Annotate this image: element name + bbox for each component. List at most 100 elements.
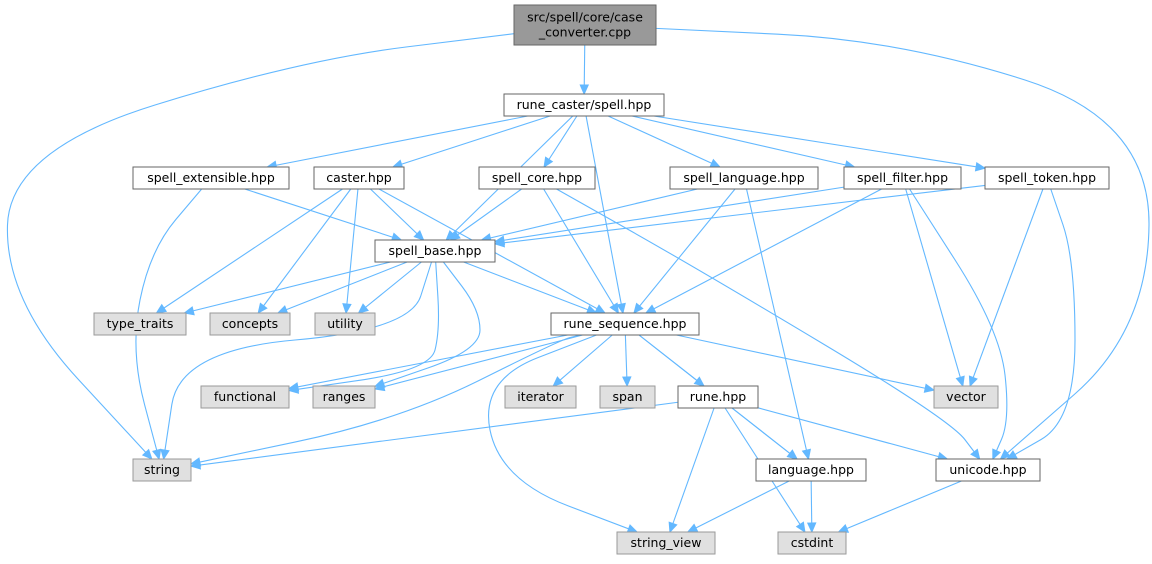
edge-spell-extensible-to-spell-base-line [244, 188, 402, 241]
node-rune[interactable]: rune.hpp [677, 385, 759, 409]
edge-spell-to-rune-sequence-arrowhead [616, 302, 626, 315]
node-type-traits: type_traits [93, 312, 187, 336]
edge-spell-base-to-concepts-line [277, 261, 408, 314]
node-unicode[interactable]: unicode.hpp [935, 458, 1041, 482]
node-spell-extensible-box [132, 166, 290, 190]
edge-spell-core-to-rune-sequence-line [543, 188, 619, 314]
edge-caster-to-utility-arrowhead [342, 303, 352, 315]
edge-rune-to-string-view [668, 407, 715, 534]
edge-layer [6, 27, 1150, 534]
edge-spell-to-caster [391, 115, 551, 169]
node-span-label: span [612, 389, 642, 404]
edge-language-to-cstdint [806, 480, 817, 534]
edge-spell-filter-to-vector-arrowhead [955, 375, 965, 388]
node-spell-extensible[interactable]: spell_extensible.hpp [132, 166, 290, 190]
node-rune-label: rune.hpp [690, 389, 747, 404]
edge-rune-sequence-to-vector [676, 334, 936, 393]
edge-spell-to-spell-language-line [607, 115, 721, 168]
node-spell-core-box [478, 166, 596, 190]
node-span-box [599, 385, 656, 409]
edge-language-to-string-view-arrowhead [686, 523, 699, 533]
node-rune-sequence-box [550, 312, 700, 336]
node-cstdint-label: cstdint [791, 535, 834, 550]
edge-spell-filter-to-rune-sequence-arrowhead [644, 304, 657, 314]
edge-caster-to-type-traits [155, 188, 343, 314]
edge-rune-sequence-to-iterator [552, 334, 613, 387]
edge-caster-to-utility [342, 188, 359, 315]
edge-case-converter-to-unicode [655, 27, 1150, 460]
edge-spell-core-to-spell-base-line [450, 188, 522, 241]
edge-spell-base-to-type-traits [183, 261, 391, 316]
node-spell-base[interactable]: spell_base.hpp [374, 239, 496, 263]
node-functional-label: functional [214, 389, 276, 404]
node-string-view-label: string_view [631, 535, 702, 550]
edge-spell-to-spell-core [543, 115, 578, 169]
node-utility-label: utility [327, 316, 363, 331]
node-iterator-box [504, 385, 577, 409]
node-vector: vector [933, 385, 999, 409]
node-spell-label: rune_caster/spell.hpp [517, 97, 652, 112]
node-cstdint-box [777, 531, 847, 555]
edge-rune-sequence-to-iterator-line [552, 334, 613, 387]
edge-spell-base-to-ranges-line [374, 261, 481, 387]
node-spell-core[interactable]: spell_core.hpp [478, 166, 596, 190]
edge-spell-to-spell-core-line [543, 115, 578, 168]
node-string-view-box [616, 531, 716, 555]
edge-rune-sequence-to-ranges-line [374, 334, 583, 390]
edge-spell-to-rune-sequence-line [585, 115, 624, 314]
node-spell-token[interactable]: spell_token.hpp [984, 166, 1110, 190]
node-utility-box [314, 312, 376, 336]
edge-spell-token-to-spell-base [493, 184, 986, 248]
edge-caster-to-concepts-line [257, 188, 352, 314]
edge-spell-core-to-spell-base [449, 188, 522, 241]
node-spell-language[interactable]: spell_language.hpp [669, 166, 819, 190]
node-spell-filter[interactable]: spell_filter.hpp [843, 166, 962, 190]
edge-spell-to-spell-token [653, 115, 987, 172]
edge-rune-sequence-to-string-view-arrowhead [626, 524, 639, 534]
edge-spell-filter-to-vector-line [905, 188, 964, 387]
edge-spell-to-spell-token-line [653, 115, 986, 169]
node-vector-label: vector [946, 389, 987, 404]
node-iterator-label: iterator [517, 389, 564, 404]
node-span: span [599, 385, 656, 409]
edge-spell-base-to-functional-line [288, 261, 440, 392]
edge-spell-language-to-language-line [745, 188, 810, 460]
edge-spell-base-to-concepts [276, 261, 408, 314]
node-language[interactable]: language.hpp [755, 458, 867, 482]
node-concepts: concepts [209, 312, 291, 336]
node-caster[interactable]: caster.hpp [313, 166, 405, 190]
edge-language-to-string-view-line [687, 480, 790, 533]
edge-spell-base-to-ranges [373, 261, 481, 388]
edge-spell-filter-to-spell-base-line [494, 186, 845, 243]
node-vector-box [933, 385, 999, 409]
edge-spell-to-spell-language-arrowhead [709, 158, 722, 168]
edge-spell-base-to-utility-arrowhead [357, 303, 369, 314]
edge-spell-base-to-rune-sequence-line [463, 261, 597, 314]
edge-spell-filter-to-rune-sequence-line [645, 188, 882, 314]
node-spell[interactable]: rune_caster/spell.hpp [503, 93, 665, 117]
node-type-traits-label: type_traits [107, 316, 174, 331]
node-case-converter-box [513, 4, 657, 46]
node-rune-sequence[interactable]: rune_sequence.hpp [550, 312, 700, 336]
node-spell-token-box [984, 166, 1110, 190]
node-ranges-box [312, 385, 376, 409]
edge-spell-language-to-language [745, 188, 812, 461]
node-case-converter-label: src/spell/core/case [527, 10, 643, 25]
edge-spell-token-to-vector-arrowhead [968, 375, 978, 388]
edge-spell-token-to-unicode-line [1006, 188, 1076, 460]
edge-spell-token-to-vector [968, 188, 1044, 388]
edge-caster-to-rune-sequence-arrowhead [594, 304, 607, 314]
node-case-converter[interactable]: src/spell/core/case_converter.cpp [513, 4, 657, 46]
edge-language-to-string-view [686, 480, 790, 533]
edge-case-converter-to-spell [579, 44, 590, 96]
node-concepts-label: concepts [222, 316, 278, 331]
edge-rune-to-string-line [190, 401, 679, 467]
edge-spell-extensible-to-string-arrowhead [152, 448, 162, 461]
edge-unicode-to-cstdint-arrowhead [837, 523, 850, 533]
node-unicode-label: unicode.hpp [949, 462, 1026, 477]
edge-spell-filter-to-vector [905, 188, 965, 388]
node-utility: utility [314, 312, 376, 336]
node-spell-base-label: spell_base.hpp [389, 243, 482, 258]
edge-spell-base-to-type-traits-line [184, 261, 391, 314]
